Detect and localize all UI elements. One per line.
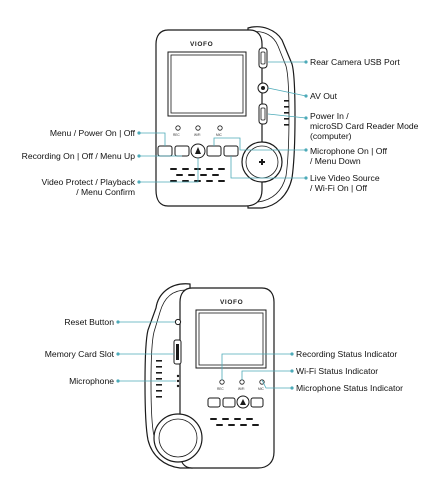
label-live-video-line1: Live Video Source: [310, 173, 380, 183]
svg-text:WiFi: WiFi: [194, 133, 201, 137]
recording-button[interactable]: [174, 145, 190, 157]
label-video-protect-line2: / Menu Confirm: [76, 187, 135, 197]
bottom-side-vents: [156, 360, 162, 398]
label-recording-status: Recording Status Indicator: [296, 349, 397, 359]
svg-text:REC: REC: [173, 133, 180, 137]
svg-text:MIC: MIC: [258, 387, 265, 391]
svg-text:MIC: MIC: [216, 133, 223, 137]
bottom-vent-slots: [210, 418, 259, 426]
top-lcd-screen: [167, 51, 247, 117]
reset-button[interactable]: [174, 318, 182, 326]
bottom-leader-lines: [116, 320, 294, 390]
label-memory-card-slot: Memory Card Slot: [45, 349, 115, 359]
bottom-dashcam-illustration: VIOFO REC WiFi MIC: [144, 283, 275, 469]
label-av-out: AV Out: [310, 91, 338, 101]
microphone-holes: [176, 374, 180, 388]
power-in-port: [258, 103, 268, 125]
microphone-toggle-button[interactable]: [206, 145, 222, 157]
microphone-status-led: [259, 379, 265, 385]
label-menu-power: Menu / Power On | Off: [50, 128, 136, 138]
top-leader-lines: [137, 60, 308, 184]
top-indicator-row: REC WiFi MIC: [173, 125, 223, 137]
label-microphone: Microphone: [69, 376, 114, 386]
label-power-in-line1: Power In /: [310, 111, 349, 121]
label-microphone-toggle-line1: Microphone On | Off: [310, 146, 388, 156]
bottom-lens-housing: [153, 413, 203, 463]
label-recording: Recording On | Off / Menu Up: [22, 151, 136, 161]
label-power-in-line3: (computer): [310, 131, 352, 141]
svg-text:REC: REC: [217, 387, 224, 391]
live-video-button[interactable]: [223, 145, 239, 157]
rear-camera-usb-port: [258, 47, 268, 69]
label-microphone-toggle-line2: / Menu Down: [310, 156, 361, 166]
top-side-vents: [284, 100, 289, 126]
top-brand-logo: VIOFO: [190, 41, 213, 48]
label-video-protect-line1: Video Protect / Playback: [42, 177, 136, 187]
label-microphone-status: Microphone Status Indicator: [296, 383, 403, 393]
label-live-video-line2: / Wi-Fi On | Off: [310, 183, 368, 193]
menu-power-button[interactable]: [157, 145, 173, 157]
bottom-brand-logo: VIOFO: [220, 299, 243, 306]
top-dashcam-illustration: VIOFO REC WiFi MIC: [155, 26, 296, 209]
label-rear-camera-usb-port: Rear Camera USB Port: [310, 57, 400, 67]
label-power-in-line2: microSD Card Reader Mode: [310, 121, 419, 131]
bottom-lcd-screen: [195, 309, 267, 369]
svg-text:WiFi: WiFi: [238, 387, 245, 391]
label-wifi-status: Wi-Fi Status Indicator: [296, 366, 378, 376]
label-reset-button: Reset Button: [64, 317, 114, 327]
top-vent-slots: [170, 168, 225, 182]
